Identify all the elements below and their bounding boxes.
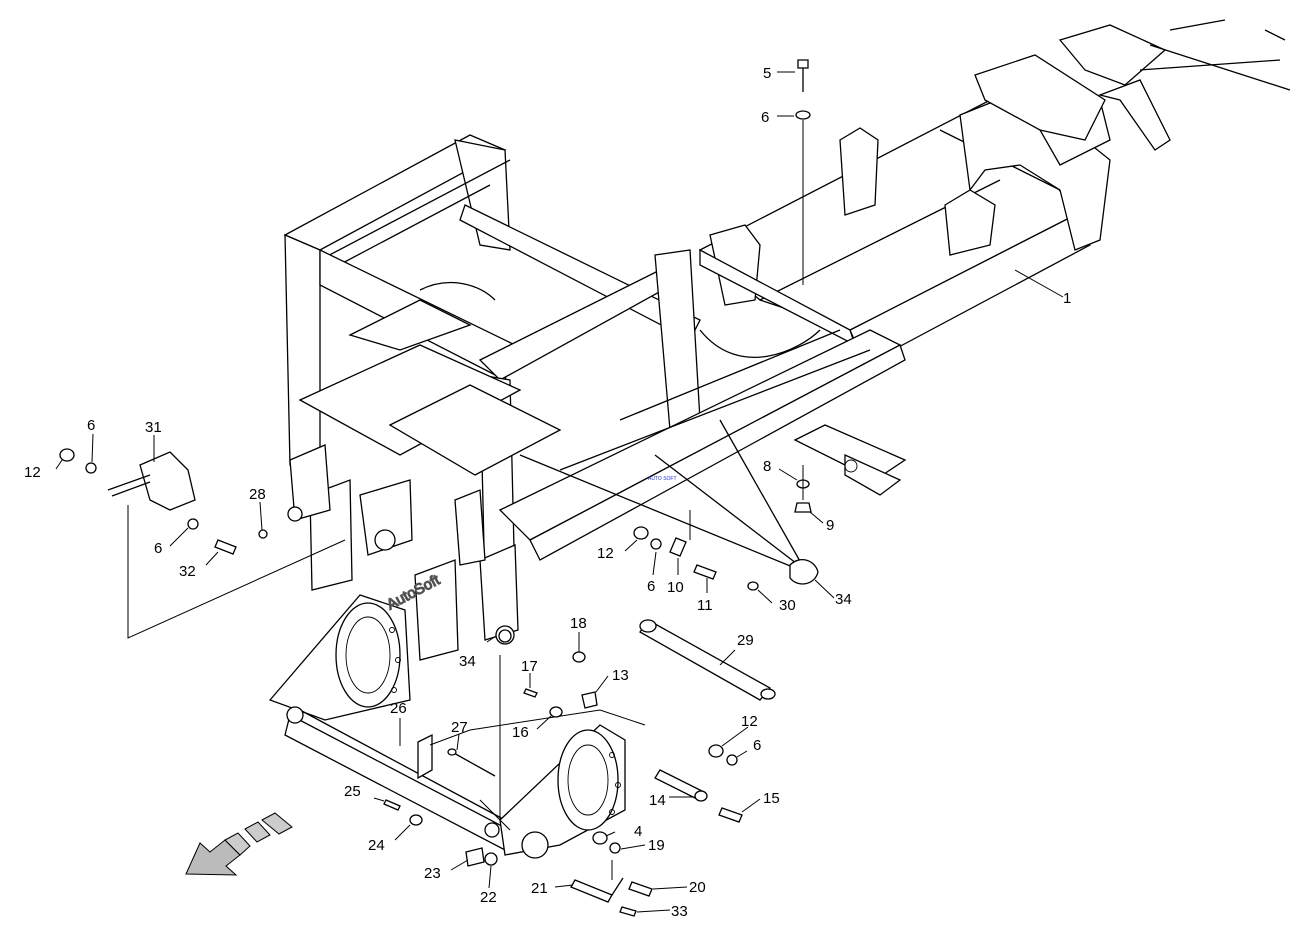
- callout-25: 25: [344, 783, 361, 800]
- callout-14: 14: [649, 792, 666, 809]
- callout-27: 27: [451, 719, 468, 736]
- callout-22: 22: [480, 889, 497, 906]
- callout-32: 32: [179, 563, 196, 580]
- callout-26: 26: [390, 700, 407, 717]
- callout-24: 24: [368, 837, 385, 854]
- callout-1: 1: [1063, 290, 1071, 307]
- callout-12: 12: [597, 545, 614, 562]
- callout-20: 20: [689, 879, 706, 896]
- pivot-assembly: [268, 594, 646, 859]
- callout-23: 23: [424, 865, 441, 882]
- callout-31: 31: [145, 419, 162, 436]
- callout-10: 10: [667, 579, 684, 596]
- callout-15: 15: [763, 790, 780, 807]
- callout-11: 11: [697, 597, 713, 614]
- cylinder-29: [639, 619, 776, 701]
- callout-6: 6: [154, 540, 162, 557]
- callout-8: 8: [763, 458, 771, 475]
- callout-34: 34: [459, 653, 476, 670]
- callout-12: 12: [741, 713, 758, 730]
- callout-4: 4: [634, 823, 642, 840]
- callout-19: 19: [648, 837, 665, 854]
- direction-arrow-icon: [185, 812, 293, 876]
- callout-30: 30: [779, 597, 796, 614]
- callout-13: 13: [612, 667, 629, 684]
- main-frame: [107, 19, 1291, 661]
- callout-28: 28: [249, 486, 266, 503]
- callout-6: 6: [647, 578, 655, 595]
- callout-33: 33: [671, 903, 688, 920]
- callout-18: 18: [570, 615, 587, 632]
- callout-6: 6: [761, 109, 769, 126]
- callout-34: 34: [835, 591, 852, 608]
- callout-5: 5: [763, 65, 771, 82]
- callout-17: 17: [521, 658, 538, 675]
- callout-12: 12: [24, 464, 41, 481]
- callout-29: 29: [737, 632, 754, 649]
- callout-labels: 1 4 5 6 6 6 6 6 8 9 10 11 12 12 12 13 14…: [24, 65, 1071, 920]
- stamp: AUTO SOFT: [648, 476, 677, 482]
- callout-9: 9: [826, 517, 834, 534]
- callout-6: 6: [87, 417, 95, 434]
- callout-16: 16: [512, 724, 529, 741]
- hardware: [59, 59, 812, 917]
- callout-6: 6: [753, 737, 761, 754]
- callout-leaders: [55, 71, 1064, 913]
- callout-21: 21: [531, 880, 548, 897]
